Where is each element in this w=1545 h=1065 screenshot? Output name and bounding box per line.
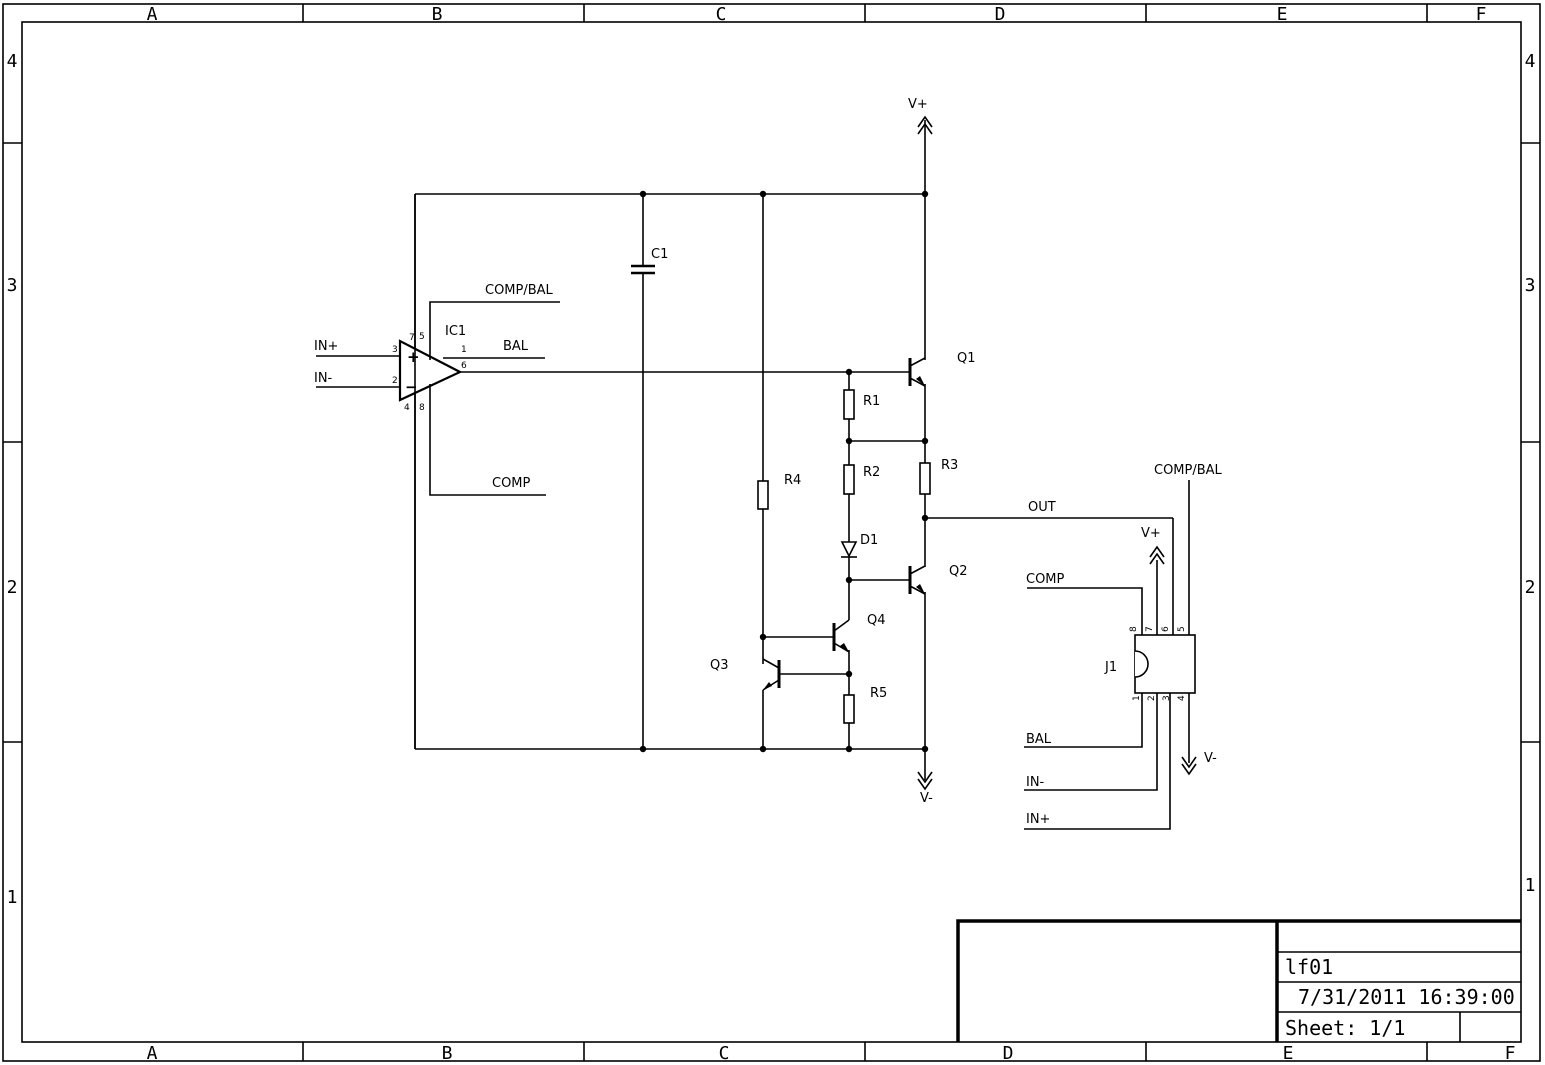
zone-column-d-bottom: D [1003, 1043, 1014, 1064]
transistor-q1: Q1 [908, 351, 976, 387]
transistor-q4: Q4 [832, 613, 886, 653]
transistor-q2: Q2 [908, 564, 968, 595]
zone-column-c-bottom: C [719, 1043, 730, 1064]
zone-column-a-top: A [147, 4, 158, 25]
zone-row-2-right: 2 [1525, 577, 1536, 598]
resistor-r3: R3 [919, 458, 958, 495]
j1-label: J1 [1104, 660, 1117, 675]
zone-row-4-left: 4 [7, 51, 18, 72]
d1-label: D1 [860, 533, 878, 548]
j1-pin-4: 4 [1177, 695, 1187, 701]
r2-label: R2 [863, 465, 880, 480]
j1-v-plus-label: V+ [1141, 526, 1161, 541]
zone-column-f-bottom: F [1505, 1043, 1516, 1064]
ic1-minus-symbol: − [405, 378, 418, 396]
q2-label: Q2 [949, 564, 968, 579]
zone-column-b-bottom: B [442, 1043, 453, 1064]
c1-label: C1 [651, 247, 668, 262]
junctions [639, 190, 929, 753]
zone-row-2-left: 2 [7, 577, 18, 598]
capacitor-c1: C1 [631, 247, 668, 275]
j1-pin-5: 5 [1177, 626, 1187, 632]
title-block-name: lf01 [1285, 955, 1333, 979]
zone-row-3-right: 3 [1525, 275, 1536, 296]
q3-label: Q3 [710, 658, 729, 673]
zone-column-e-top: E [1277, 4, 1288, 25]
resistor-r1: R1 [843, 389, 880, 420]
resistor-r2: R2 [843, 464, 880, 495]
r1-label: R1 [863, 394, 880, 409]
zone-row-1-right: 1 [1525, 875, 1536, 896]
zone-column-c-top: C [716, 4, 727, 25]
connector-j1: J1 8 7 6 5 1 2 3 4 V+ V- COMP/BAL COMP B… [1026, 463, 1223, 827]
ic1-pin-4: 4 [404, 403, 410, 413]
ic1-label: IC1 [445, 324, 466, 339]
title-block: lf01 7/31/2011 16:39:00 Sheet: 1/1 [956, 919, 1521, 1042]
zone-column-b-top: B [432, 4, 443, 25]
q4-label: Q4 [867, 613, 886, 628]
j1-pin-3: 3 [1162, 695, 1172, 701]
transistor-q3: Q3 [710, 658, 781, 691]
net-comp-bal-label: COMP/BAL [485, 283, 554, 298]
net-in-plus-label: IN+ [314, 339, 338, 354]
net-bal-label: BAL [503, 339, 529, 354]
supply-v-plus-main: V+ [908, 97, 933, 135]
diode-d1: D1 [840, 533, 878, 558]
zone-column-e-bottom: E [1283, 1043, 1294, 1064]
r4-label: R4 [784, 473, 801, 488]
ic1-plus-symbol: + [407, 348, 420, 366]
j1-pin-2: 2 [1147, 695, 1157, 701]
j1-comp-label: COMP [1026, 572, 1065, 587]
j1-v-minus-label: V- [1204, 751, 1217, 766]
ic1-pin-2: 2 [392, 376, 398, 386]
resistor-r5: R5 [843, 686, 887, 724]
j1-pin-6: 6 [1161, 626, 1171, 632]
zone-column-f-top: F [1476, 4, 1487, 25]
title-block-sheet: Sheet: 1/1 [1285, 1016, 1405, 1040]
drawing-frame: A B C D E F A B C D E F 4 3 2 1 4 3 2 1 [2, 3, 1541, 1064]
ic1-pin-6: 6 [461, 361, 467, 371]
ic1-opamp: + − IC1 3 2 7 5 1 6 4 8 IN+ IN- COMP/BAL… [314, 283, 554, 749]
net-comp-label: COMP [492, 476, 531, 491]
ic1-pin-8: 8 [419, 403, 425, 413]
title-block-datetime: 7/31/2011 16:39:00 [1298, 985, 1515, 1009]
zone-column-d-top: D [995, 4, 1006, 25]
j1-pin-8: 8 [1129, 626, 1139, 632]
v-minus-main-label: V- [920, 791, 933, 806]
ic1-pin-7: 7 [409, 333, 415, 343]
ic1-pin-1: 1 [461, 345, 467, 355]
r3-label: R3 [941, 458, 958, 473]
j1-pin-7: 7 [1145, 626, 1155, 632]
v-plus-main-label: V+ [908, 97, 928, 112]
ic1-pin-3: 3 [392, 345, 398, 355]
j1-bal-label: BAL [1026, 732, 1052, 747]
zone-column-a-bottom: A [147, 1043, 158, 1064]
net-out-label: OUT [1028, 500, 1056, 515]
q1-label: Q1 [957, 351, 976, 366]
ic1-pin-5: 5 [419, 332, 425, 342]
r5-label: R5 [870, 686, 887, 701]
supply-v-minus-main: V- [917, 771, 933, 806]
net-in-minus-label: IN- [314, 371, 333, 386]
j1-in-minus-label: IN- [1026, 775, 1045, 790]
j1-comp-bal-label: COMP/BAL [1154, 463, 1223, 478]
zone-row-1-left: 1 [7, 887, 18, 908]
j1-pin-1: 1 [1132, 695, 1142, 701]
resistor-r4: R4 [757, 473, 801, 510]
zone-row-3-left: 3 [7, 275, 18, 296]
zone-row-4-right: 4 [1525, 51, 1536, 72]
j1-in-plus-label: IN+ [1026, 812, 1050, 827]
wires [316, 120, 1190, 830]
